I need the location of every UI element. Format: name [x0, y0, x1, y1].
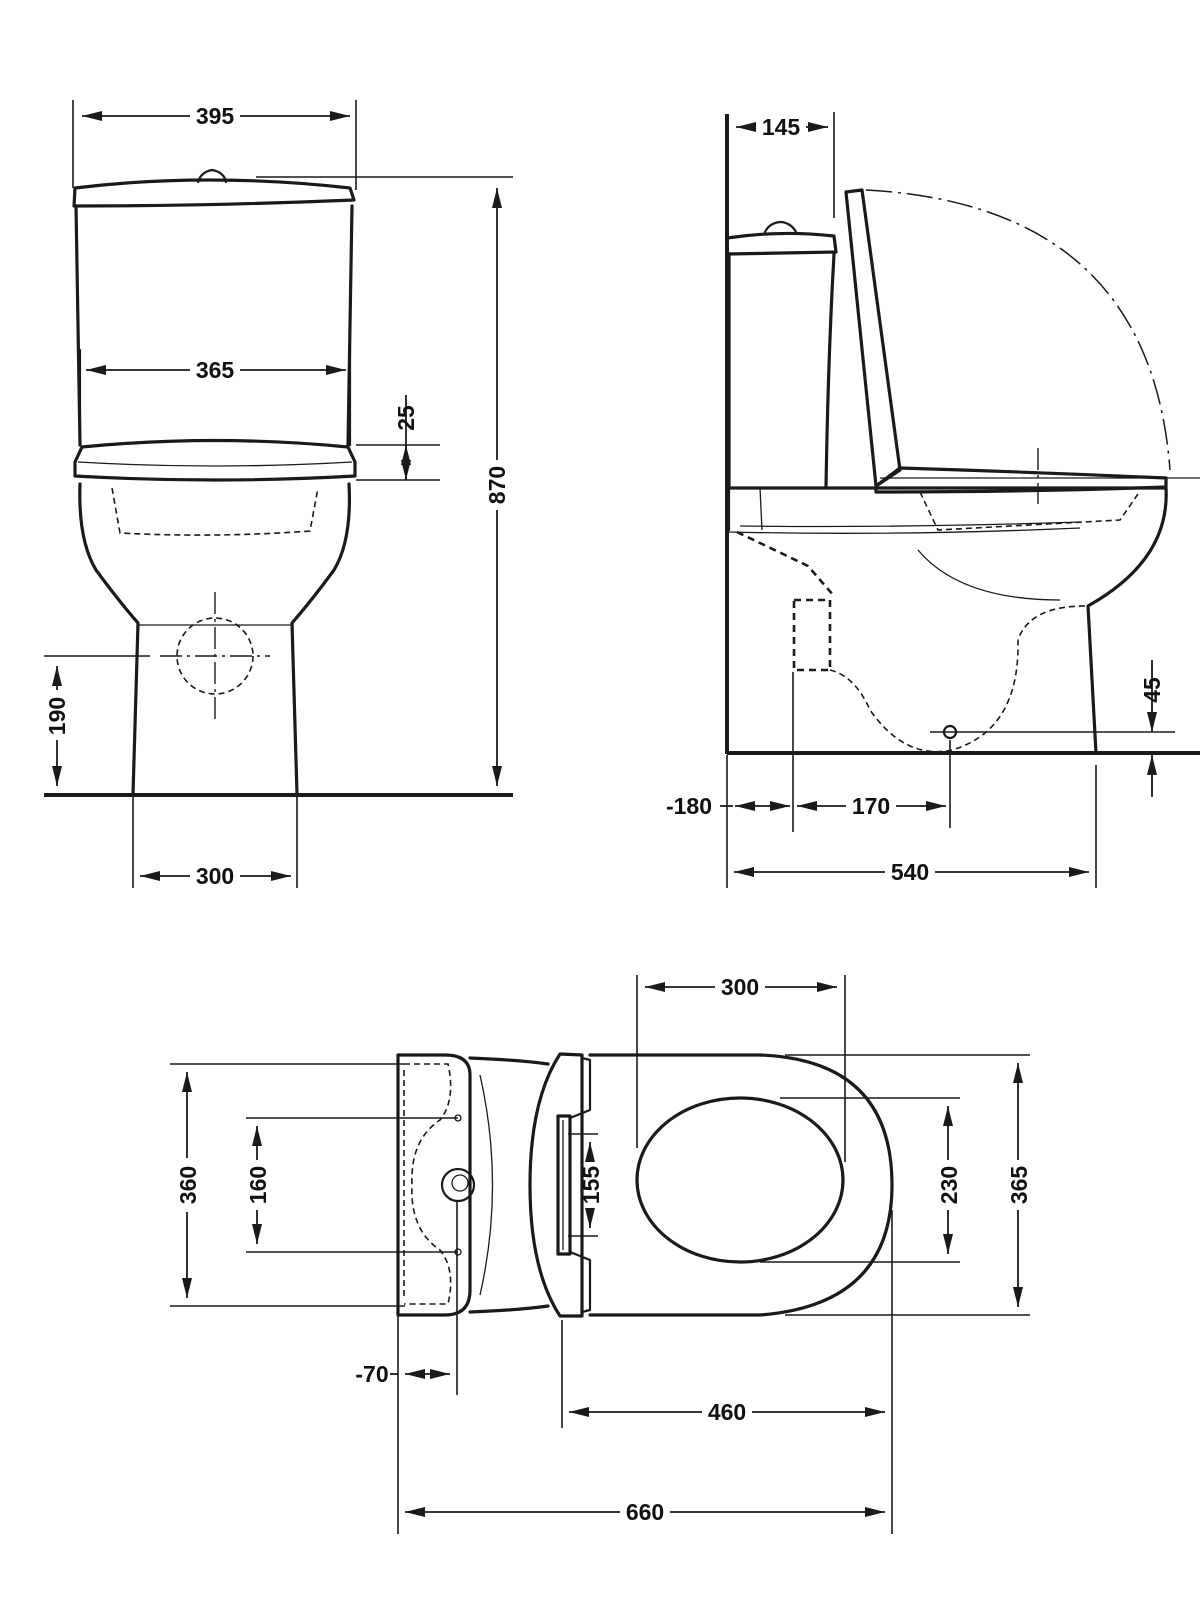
dim-365-plan: 365 — [1006, 1166, 1032, 1205]
side-seat-lid — [844, 188, 1200, 504]
dim-395: 395 — [196, 103, 235, 129]
dim-minus-180: -180 — [666, 793, 712, 819]
dim-230: 230 — [936, 1166, 962, 1204]
plan-seat — [588, 1053, 894, 1317]
front-pan — [78, 482, 351, 796]
plan-tank-width-dimension: 360 — [170, 1063, 405, 1307]
dim-minus-70: -70 — [355, 1361, 388, 1387]
dim-190: 190 — [44, 697, 70, 735]
dim-155: 155 — [578, 1166, 604, 1205]
plan-hinge-centres-dimension: 155 — [568, 1133, 604, 1237]
plan-bowl-opening-dimension: 230 — [760, 1097, 962, 1263]
front-height-dimension: 870 — [256, 176, 513, 786]
front-width-dimension: 395 — [72, 100, 357, 190]
dim-300-plan: 300 — [721, 974, 759, 1000]
side-elevation-view: 145 -180 170 45 540 — [666, 112, 1200, 888]
dim-360: 360 — [175, 1166, 201, 1204]
plan-seat-width-dimension: 365 — [785, 1054, 1032, 1316]
dim-160: 160 — [245, 1166, 271, 1204]
plan-fixing-centres-dimension: 160 — [245, 1117, 458, 1253]
front-cistern — [72, 168, 356, 447]
side-cistern-depth-dimension: 145 — [736, 112, 835, 218]
dim-300-front: 300 — [196, 863, 234, 889]
dim-170: 170 — [852, 793, 890, 819]
plan-pan-width-dimension: 300 — [636, 974, 846, 1162]
plan-overall-length-dimension: 660 — [405, 1499, 885, 1525]
dim-540: 540 — [891, 859, 929, 885]
side-outlet-distance-dimension: 170 — [797, 740, 951, 828]
dim-25: 25 — [393, 405, 419, 431]
side-cistern — [725, 220, 838, 490]
dim-365-front: 365 — [196, 357, 235, 383]
side-projection-dimension: 540 — [726, 755, 1097, 888]
side-pan — [727, 486, 1168, 755]
plan-pan-neck — [468, 1056, 550, 1314]
plan-fixing-offset-dimension: -70 — [355, 1200, 458, 1534]
front-seat-thickness-dimension: 25 — [356, 395, 440, 481]
front-cistern-width-dimension: 365 — [86, 357, 346, 383]
front-base-width-dimension: 300 — [132, 795, 298, 889]
plan-seat-length-dimension: 460 — [561, 1210, 893, 1534]
dim-145: 145 — [762, 114, 801, 140]
front-outlet-height-dimension: 190 — [44, 655, 150, 786]
front-elevation-view: 395 365 25 870 190 — [44, 100, 513, 889]
dim-45: 45 — [1139, 677, 1165, 703]
plan-cistern — [396, 1053, 476, 1317]
plan-hinge-block — [528, 1052, 592, 1318]
front-seat — [73, 438, 357, 482]
plan-view: 300 360 160 155 230 — [170, 974, 1032, 1534]
dim-870: 870 — [484, 466, 510, 504]
dim-460: 460 — [708, 1399, 746, 1425]
dim-660: 660 — [626, 1499, 664, 1525]
side-outlet-height-dimension: 45 — [930, 660, 1175, 797]
side-waste-offset-dimension: -180 — [666, 672, 794, 832]
